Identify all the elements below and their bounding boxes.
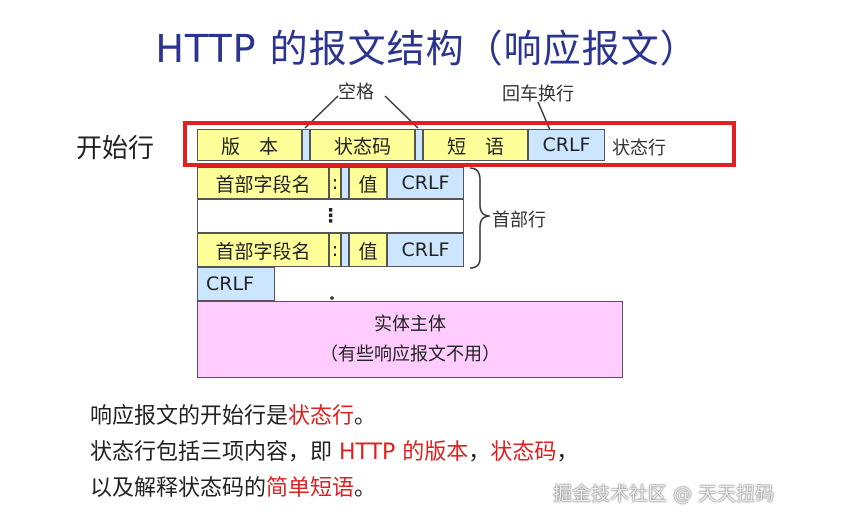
header-name-cell-1: 首部字段名 [197,167,329,199]
stray-dot [330,296,334,300]
crlf-note-label: 回车换行 [502,84,574,105]
start-line-highlight [183,121,736,167]
space-cell-2 [415,129,423,161]
header-ellipsis-row: ⋮ [197,199,464,233]
space-label: 空格 [338,82,374,103]
header-crlf-cell-1: CRLF [387,167,464,199]
version-cell: 版 本 [197,129,302,161]
watermark: 掘金技术社区 @ 天天扭码 [553,483,775,505]
header-name-cell-2: 首部字段名 [197,233,329,267]
header-space-cell-2 [341,233,349,267]
entity-body-title: 实体主体 [374,313,446,335]
header-lines-label: 首部行 [492,210,546,231]
status-line-label: 状态行 [612,138,666,159]
note-line-3: 以及解释状态码的简单短语。 [90,476,377,501]
header-value-cell-2: 值 [349,233,387,267]
space-cell-1 [302,129,310,161]
header-brace [469,167,491,269]
blank-line-crlf-cell: CRLF [197,267,275,301]
entity-body-box: 实体主体 （有些响应报文不用） [197,301,623,378]
crlf-pointer [537,101,551,131]
note-line-1: 响应报文的开始行是状态行。 [90,404,377,429]
header-space-cell-1 [341,167,349,199]
header-colon-cell-1: : [329,167,341,199]
note-line-2: 状态行包括三项内容，即 HTTP 的版本，状态码， [90,440,579,465]
entity-body-note: （有些响应报文不用） [320,343,500,365]
header-crlf-cell-2: CRLF [387,233,464,267]
start-crlf-cell: CRLF [528,129,605,161]
header-value-cell-1: 值 [349,167,387,199]
page-title: HTTP 的报文结构（响应报文） [155,27,699,71]
header-colon-cell-2: : [329,233,341,267]
start-line-label: 开始行 [76,134,155,164]
phrase-cell: 短 语 [423,129,528,161]
status-code-cell: 状态码 [310,129,415,161]
